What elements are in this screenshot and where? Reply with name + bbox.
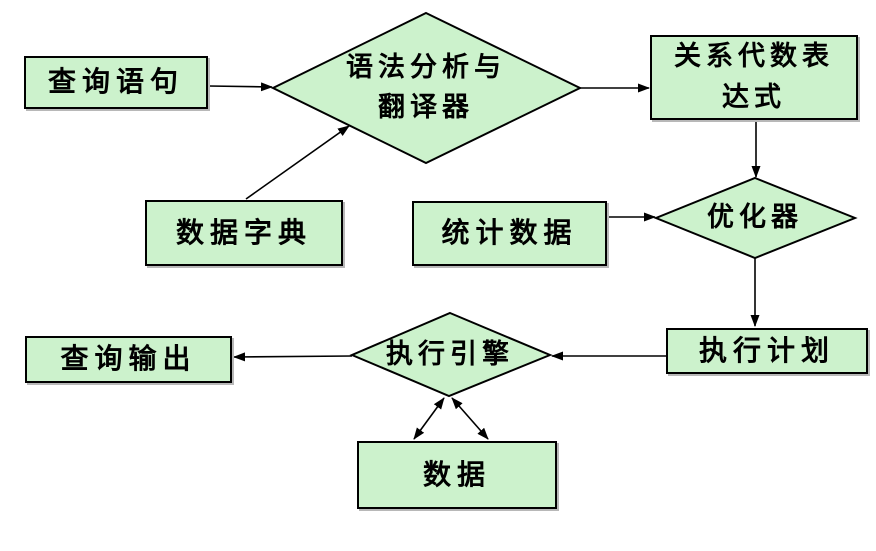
edge-engine-data-left-bidirectional (413, 397, 445, 440)
edge-engine-data-right-bidirectional (451, 397, 489, 440)
query-output-node: 查询输出 (25, 336, 232, 383)
optimizer-diamond (653, 176, 858, 260)
data-node: 数据 (357, 441, 557, 509)
data-dictionary-node: 数据字典 (145, 200, 343, 266)
edge-data-dictionary-to-parser (245, 125, 350, 200)
statistics-node: 统计数据 (412, 201, 607, 266)
edge-engine-to-query-output (233, 352, 353, 362)
edge-query-statement-to-parser (208, 82, 273, 92)
query-statement-node: 查询语句 (24, 56, 208, 109)
execution-plan-node: 执行计划 (666, 328, 868, 374)
relational-algebra-node: 关系代数表 达式 (650, 35, 858, 120)
execution-engine-diamond (349, 311, 553, 398)
parser-translator-diamond (270, 11, 583, 165)
